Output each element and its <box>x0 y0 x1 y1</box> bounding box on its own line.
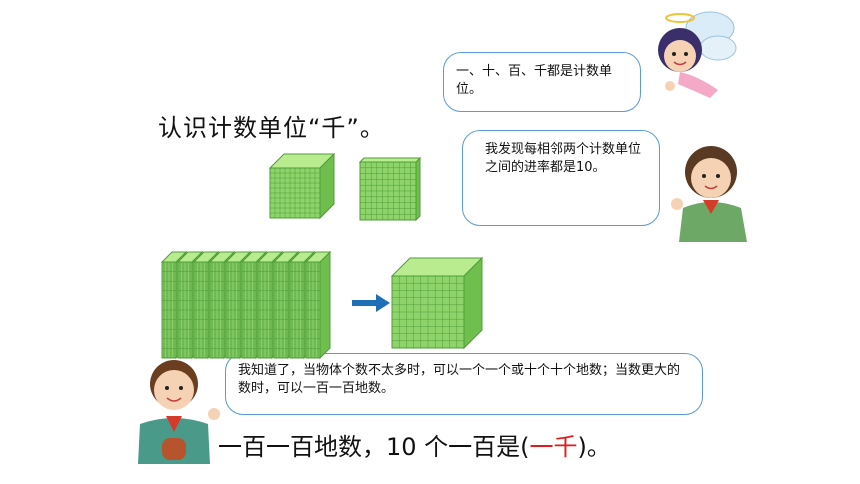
hundred-flat-9-grid <box>290 262 304 358</box>
hundred-flat-2-grid <box>178 262 192 358</box>
hundred-flat-1-top <box>160 251 188 263</box>
hundred-flat-3-grid <box>194 262 208 358</box>
girl-speech-bubble: 我发现每相邻两个计数单位之间的进率都是10。 <box>462 130 660 226</box>
hundred-flat-top-row-side <box>415 156 421 222</box>
hundred-flat-top-row-top <box>358 157 422 163</box>
hundred-flat-10-side <box>319 250 331 360</box>
boy-speech-text: 我知道了，当物体个数不太多时，可以一个一个或十个十个地数；当数更大的数时，可以一… <box>238 363 681 396</box>
sentence-prefix: 一百一百地数，10 个一百是( <box>218 433 530 461</box>
hundred-flat-4-grid <box>210 262 224 358</box>
answer-text: 一千 <box>529 433 578 461</box>
thousand-cube-top-row-side <box>319 152 335 220</box>
hundred-flat-2-top <box>176 251 204 263</box>
hundred-flat-6-grid <box>242 262 256 358</box>
hundred-flat-5-top <box>224 251 252 263</box>
hundred-flat-10-top <box>304 251 332 263</box>
thousand-cube-result-front-grid <box>392 276 464 348</box>
hundred-flat-7-grid <box>258 262 272 358</box>
hundred-flat-3-top <box>192 251 220 263</box>
hundred-flat-7-top <box>256 251 284 263</box>
hundred-flat-9-top <box>288 251 316 263</box>
hundred-flat-5-grid <box>226 262 240 358</box>
boy-character <box>138 360 220 464</box>
girl-character <box>671 146 747 242</box>
hundred-flat-10-grid <box>306 262 320 358</box>
hundred-flat-1-grid <box>162 262 176 358</box>
girl-speech-text: 我发现每相邻两个计数单位之间的进率都是10。 <box>485 142 642 175</box>
right-arrow-icon <box>352 294 390 312</box>
page-title: 认识计数单位“千”。 <box>158 114 385 142</box>
hundred-flat-top-row-grid <box>360 162 416 220</box>
thousand-cube-result-side <box>463 256 483 350</box>
boy-speech-bubble: 我知道了，当物体个数不太多时，可以一个一个或十个十个地数；当数更大的数时，可以一… <box>225 353 703 415</box>
hundred-flat-4-top <box>208 251 236 263</box>
angel-speech-text: 一、十、百、千都是计数单位。 <box>456 64 613 97</box>
angel-speech-bubble: 一、十、百、千都是计数单位。 <box>443 52 641 112</box>
hundred-flat-6-top <box>240 251 268 263</box>
hundred-flat-8-grid <box>274 262 288 358</box>
fill-in-sentence: 一百一百地数，10 个一百是(一千)。 <box>218 427 611 462</box>
thousand-cube-top-row-front-grid <box>270 168 320 218</box>
angel-girl-character <box>658 11 737 98</box>
sentence-suffix: )。 <box>577 433 611 461</box>
hundred-flat-8-top <box>272 251 300 263</box>
